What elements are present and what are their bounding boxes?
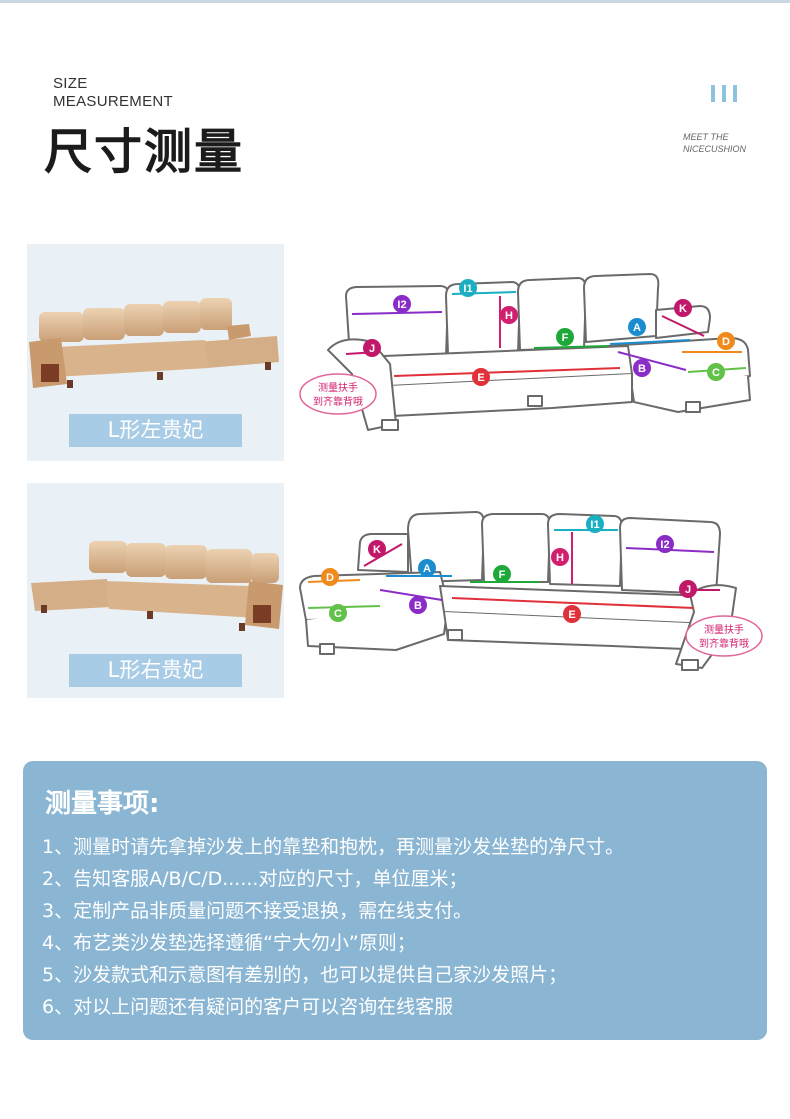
marker-e: E	[568, 609, 575, 621]
marker-k: K	[373, 544, 381, 556]
armrest-note-line2: 到齐靠背哦	[699, 637, 749, 650]
marker-i2: I2	[397, 299, 406, 311]
marker-a: A	[633, 322, 641, 334]
section-title-cn: 尺寸测量	[44, 124, 245, 180]
notes-item: 5、沙发款式和示意图有差别的，也可以提供自己家沙发照片；	[42, 964, 568, 986]
sofa-type-label: L形左贵妃	[69, 414, 242, 447]
decor-bars-icon	[711, 85, 741, 103]
brand-tagline: MEET THE NICECUSHION	[683, 131, 746, 155]
marker-d: D	[326, 572, 334, 584]
notes-item: 6、对以上问题还有疑问的客户可以咨询在线客服	[42, 996, 454, 1018]
brand-tagline-line2: NICECUSHION	[683, 144, 747, 154]
section-title-en-line2: MEASUREMENT	[53, 93, 173, 110]
armrest-note-bubble: 测量扶手 到齐靠背哦	[685, 615, 763, 657]
marker-i1: I1	[590, 519, 599, 531]
leather-sofa-right-image	[31, 541, 283, 631]
measure-diagram-left-chaise: I2 I1 H F A K D B C E J 测量扶手 到齐靠背哦	[299, 273, 751, 431]
marker-j: J	[685, 584, 691, 596]
armrest-note-line1: 测量扶手	[318, 381, 358, 394]
measurement-notes-panel: 测量事项: 1、测量时请先拿掉沙发上的靠垫和抱枕，再测量沙发坐垫的净尺寸。 2、…	[23, 761, 767, 1040]
notes-item: 2、告知客服A/B/C/D......对应的尺寸，单位厘米；	[42, 868, 468, 890]
notes-item: 3、定制产品非质量问题不接受退换，需在线支付。	[42, 900, 473, 922]
marker-i2: I2	[660, 539, 669, 551]
notes-title: 测量事项:	[45, 789, 160, 819]
marker-b: B	[414, 600, 422, 612]
sofa-type-label: L形右贵妃	[69, 654, 242, 687]
sofa-photo-right-chaise: L形右贵妃	[27, 483, 284, 698]
marker-f: F	[562, 332, 569, 344]
marker-b: B	[638, 363, 646, 375]
notes-list: 1、测量时请先拿掉沙发上的靠垫和抱枕，再测量沙发坐垫的净尺寸。 2、告知客服A/…	[42, 831, 624, 1023]
top-rule	[0, 0, 790, 3]
brand-tagline-line1: MEET THE	[683, 132, 729, 142]
marker-c: C	[334, 608, 342, 620]
marker-f: F	[499, 569, 506, 581]
marker-a: A	[423, 563, 431, 575]
section-title-en: SIZE MEASUREMENT	[53, 75, 173, 111]
marker-j: J	[369, 343, 375, 355]
sofa-photo-left-chaise: L形左贵妃	[27, 244, 284, 461]
marker-c: C	[712, 367, 720, 379]
marker-i1: I1	[463, 283, 472, 295]
marker-h: H	[505, 310, 513, 322]
section-title-en-line1: SIZE	[53, 75, 88, 92]
notes-item: 1、测量时请先拿掉沙发上的靠垫和抱枕，再测量沙发坐垫的净尺寸。	[42, 836, 625, 858]
armrest-note-line2: 到齐靠背哦	[313, 395, 363, 408]
measure-diagram-right-chaise: I2 I1 H F A K D B C E J 测量扶手 到齐靠背哦	[299, 511, 763, 671]
marker-k: K	[679, 303, 687, 315]
marker-d: D	[722, 336, 730, 348]
marker-h: H	[556, 552, 564, 564]
armrest-note-line1: 测量扶手	[704, 623, 744, 636]
marker-e: E	[477, 372, 484, 384]
armrest-note-bubble: 测量扶手 到齐靠背哦	[299, 373, 377, 415]
notes-item: 4、布艺类沙发垫选择遵循“宁大勿小”原则；	[42, 932, 416, 954]
leather-sofa-left-image	[29, 298, 279, 388]
